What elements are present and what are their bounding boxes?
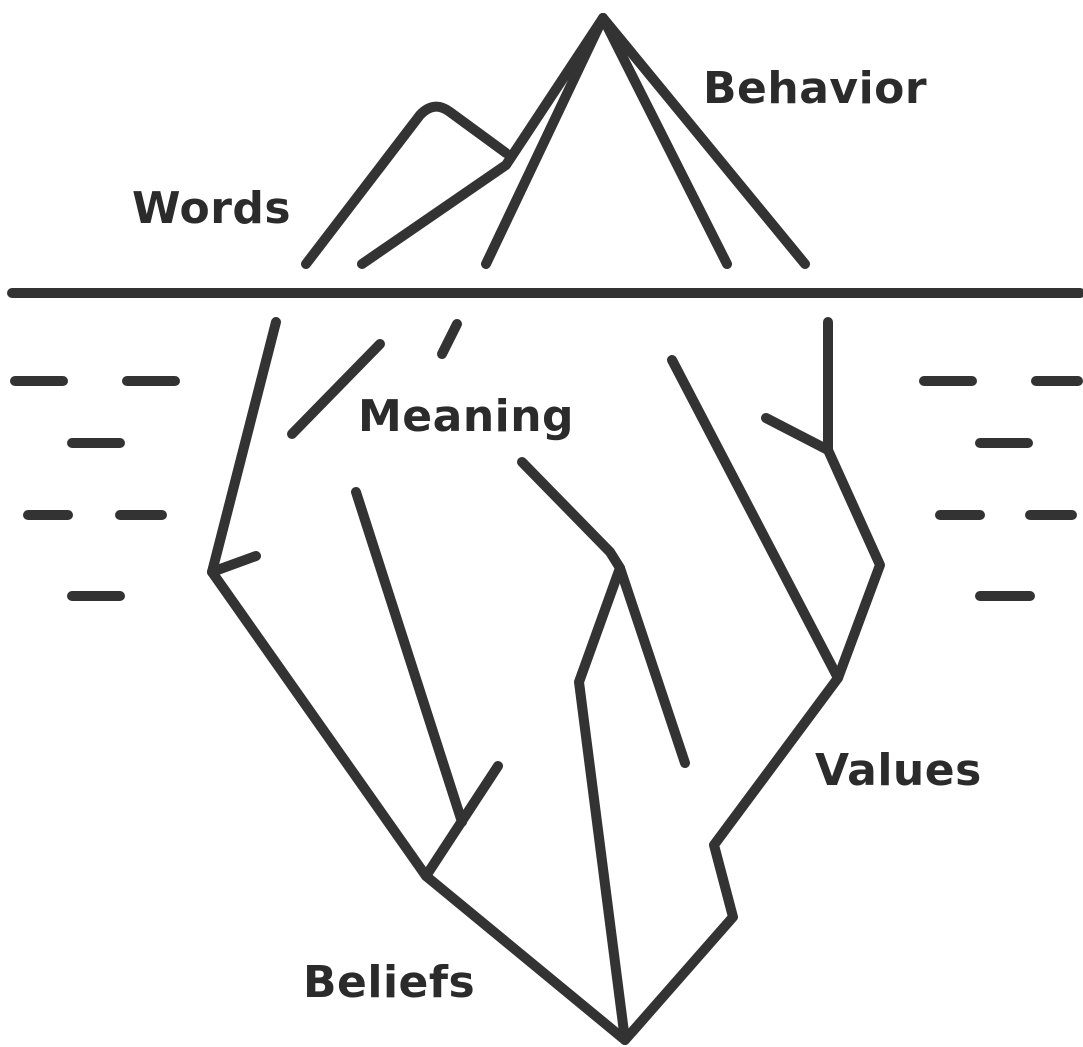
- short-dash-crack-2: [442, 324, 457, 354]
- label-values: Values: [815, 745, 982, 796]
- water-dashes-left: [15, 381, 175, 596]
- long-inner-crack: [356, 492, 462, 822]
- central-crack: [522, 462, 625, 1040]
- central-branch-crack: [620, 568, 685, 763]
- label-behavior: Behavior: [703, 63, 927, 114]
- right-fork-crack: [766, 418, 828, 450]
- water-dashes-right: [924, 381, 1078, 596]
- label-meaning: Meaning: [358, 391, 574, 442]
- main-peak-inner-left: [486, 18, 603, 264]
- label-words: Words: [132, 183, 291, 234]
- right-inner-crack: [672, 360, 838, 678]
- label-beliefs: Beliefs: [303, 957, 475, 1008]
- iceberg-tip: [306, 18, 805, 264]
